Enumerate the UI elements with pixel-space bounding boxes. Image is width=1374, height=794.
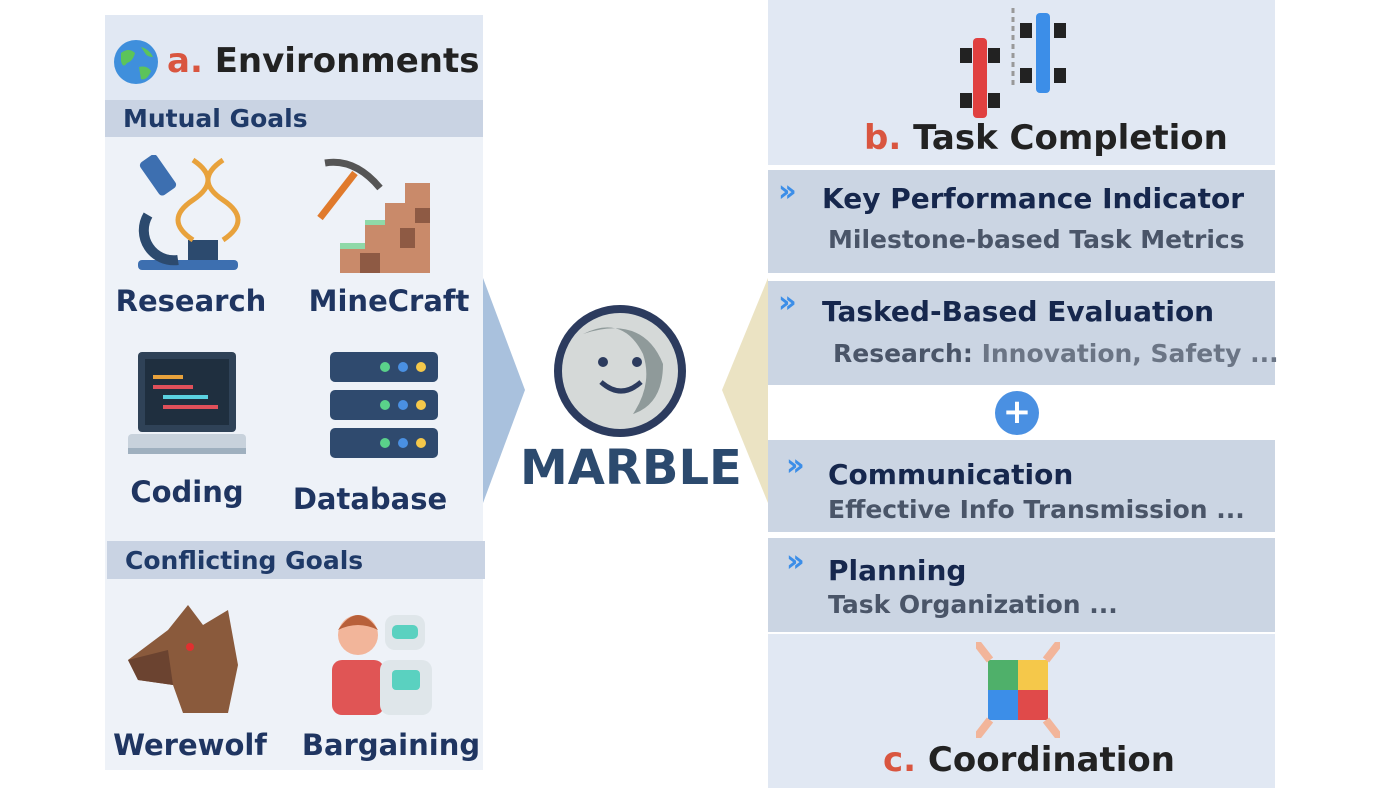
plus-icon: + [995, 391, 1039, 435]
marble-title: MARBLE [520, 440, 742, 496]
env-database-label: Database [292, 482, 448, 516]
chevron-right-icon: ›› [778, 174, 797, 209]
tbe-sub-label: Research: [833, 339, 973, 368]
race-cars-icon [960, 8, 1066, 118]
mutual-goals-bar: Mutual Goals [105, 100, 483, 137]
globe-icon [114, 40, 158, 84]
communication-title: Communication [828, 458, 1074, 491]
section-letter: c. [883, 740, 917, 780]
env-bargaining-label: Bargaining [301, 728, 481, 762]
env-minecraft-label: MineCraft [308, 284, 470, 318]
communication-subtitle: Effective Info Transmission ... [828, 495, 1245, 524]
planning-title: Planning [828, 554, 967, 587]
left-arrow-shape [483, 278, 525, 503]
laptop-code-icon [128, 352, 246, 454]
planning-box: ›› Planning Task Organization ... [768, 538, 1275, 632]
chevron-right-icon: ›› [778, 285, 797, 320]
person-robot-icon [332, 615, 432, 715]
chevron-right-icon: ›› [786, 448, 805, 483]
right-arrow-shape [722, 278, 768, 503]
microscope-dna-icon [138, 155, 241, 270]
section-title: Coordination [927, 740, 1175, 780]
planning-subtitle: Task Organization ... [828, 590, 1118, 619]
marble-logo-icon [554, 305, 686, 437]
kpi-box: ›› Key Performance Indicator Milestone-b… [768, 170, 1275, 273]
env-research-label: Research [115, 284, 267, 318]
section-title: Task Completion [913, 118, 1228, 158]
chevron-right-icon: ›› [786, 544, 805, 579]
conflicting-goals-bar: Conflicting Goals [107, 541, 485, 579]
env-werewolf-label: Werewolf [113, 728, 267, 762]
tbe-title: Tasked-Based Evaluation [822, 295, 1215, 328]
communication-box: ›› Communication Effective Info Transmis… [768, 440, 1275, 532]
task-completion-header: b. Task Completion [768, 0, 1275, 165]
tbe-box: ›› Tasked-Based Evaluation Research: Inn… [768, 281, 1279, 385]
kpi-title: Key Performance Indicator [822, 182, 1244, 215]
kpi-subtitle: Milestone-based Task Metrics [828, 225, 1245, 254]
tbe-subtitle: Innovation, Safety ... [981, 339, 1279, 368]
section-letter: b. [864, 118, 902, 158]
env-coding-label: Coding [130, 475, 244, 509]
section-title: Environments [214, 41, 480, 81]
section-letter: a. [167, 41, 203, 81]
werewolf-icon [128, 605, 238, 713]
minecraft-pickaxe-icon [317, 158, 430, 273]
database-server-icon [330, 352, 438, 458]
coordination-footer: c. Coordination [768, 634, 1275, 788]
environments-header: a. Environments [105, 15, 483, 100]
puzzle-hands-icon [976, 642, 1060, 738]
